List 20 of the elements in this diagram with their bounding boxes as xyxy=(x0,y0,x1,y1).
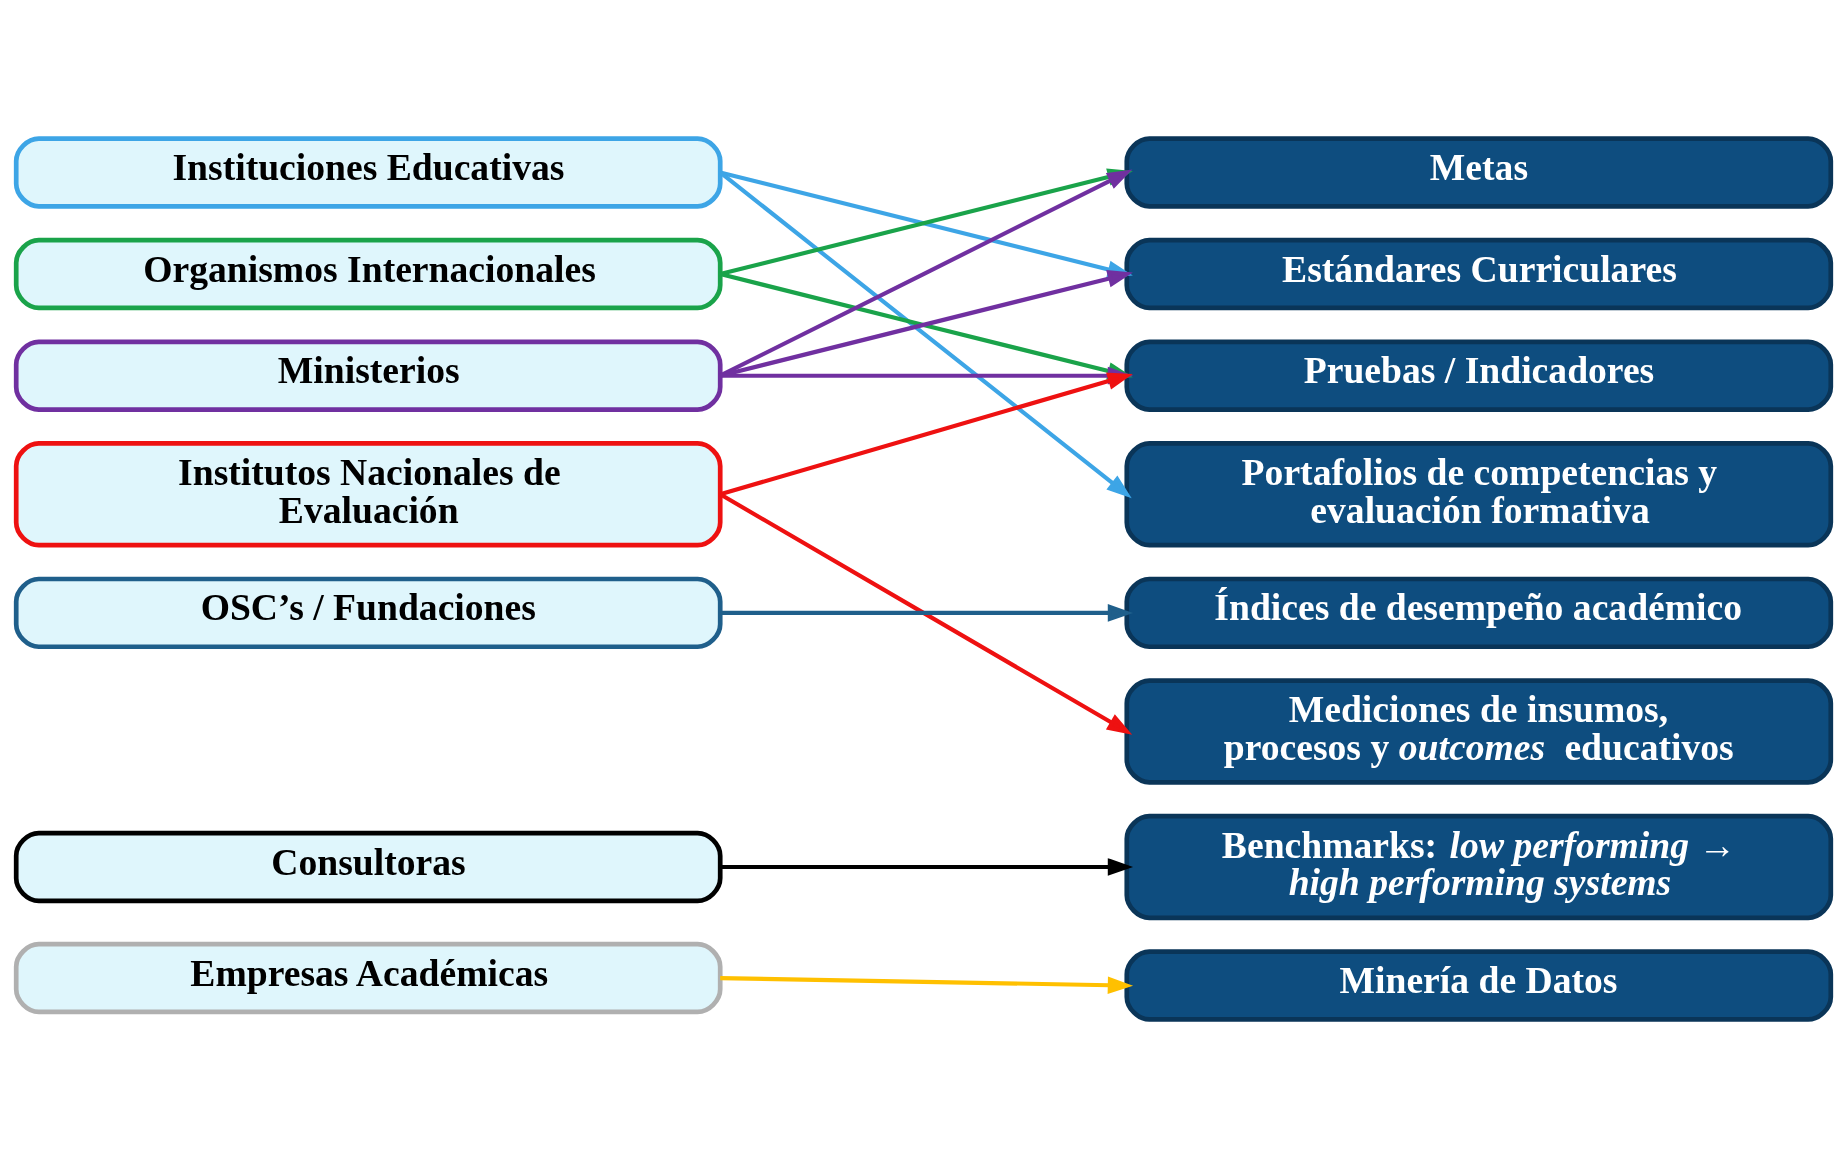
node-box: Ministerios xyxy=(13,339,723,412)
node-box: OSC’s / Fundaciones xyxy=(13,576,723,650)
arrow xyxy=(719,492,1133,735)
arrow xyxy=(720,858,1134,876)
node-box: Benchmarks: low performing → high performing systems xyxy=(1124,813,1834,921)
node-box: Minería de Datos xyxy=(1124,949,1834,1022)
node-box: Pruebas / Indicadores xyxy=(1124,339,1834,412)
arrow xyxy=(719,372,1133,497)
node-box: Organismos Internacionales xyxy=(13,237,723,311)
node-box: Mediciones de insumos, procesos y outcomes educativos xyxy=(1124,678,1834,785)
node-box: Empresas Académicas xyxy=(13,941,723,1015)
arrow xyxy=(720,604,1134,622)
node-box: Estándares Curriculares xyxy=(1124,237,1834,311)
node-box: Portafolios de competencias y evaluación formativa xyxy=(1124,441,1834,548)
node-box: Instituciones Educativas xyxy=(13,136,723,209)
node-box: Índices de desempeño académico xyxy=(1124,576,1834,650)
node-box: Institutos Nacionales de Evaluación xyxy=(13,441,723,548)
arrow xyxy=(720,976,1134,995)
node-box: Metas xyxy=(1124,136,1834,209)
node-box: Consultoras xyxy=(13,830,723,904)
